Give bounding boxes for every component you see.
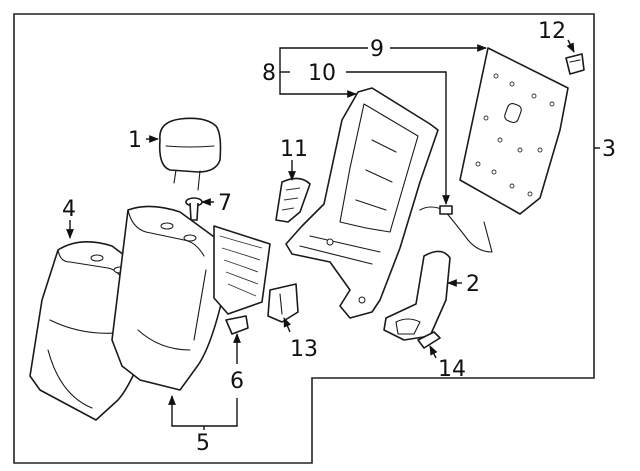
callout-12: 12: [538, 19, 566, 44]
callout-2: 2: [466, 272, 480, 297]
bracket-part-13: [267, 283, 299, 323]
callout-10: 10: [308, 61, 336, 86]
back-board-part: [459, 47, 569, 215]
callout-1: 1: [128, 128, 142, 153]
callout-5: 5: [196, 431, 210, 456]
bracket-part-6: [225, 315, 249, 335]
clip-part-12: [565, 53, 585, 75]
callout-8: 8: [262, 61, 276, 86]
lower-side-cover-part: [383, 250, 451, 341]
callout-labels: 1 2 3 4 5 6 7 8 9 10 11 12 13 14: [62, 19, 616, 456]
callout-7: 7: [218, 191, 232, 216]
callout-4: 4: [62, 197, 76, 222]
bolt-part-14: [417, 331, 441, 349]
callout-3: 3: [602, 137, 616, 162]
callout-9: 9: [370, 37, 384, 62]
seat-back-part: [111, 205, 233, 391]
callout-6: 6: [230, 369, 244, 394]
diagram-frame: [13, 13, 595, 464]
seat-back-frame-part: [285, 87, 439, 319]
headrest-guide-part: [185, 197, 203, 221]
leader-lines: [66, 39, 600, 430]
side-cover-part: [275, 177, 311, 223]
headrest-part: [158, 117, 222, 191]
wire-harness-part: [419, 205, 493, 253]
callout-13: 13: [290, 337, 318, 362]
callout-11: 11: [280, 137, 308, 162]
callout-14: 14: [438, 357, 466, 382]
seat-pad-part: [213, 225, 271, 315]
